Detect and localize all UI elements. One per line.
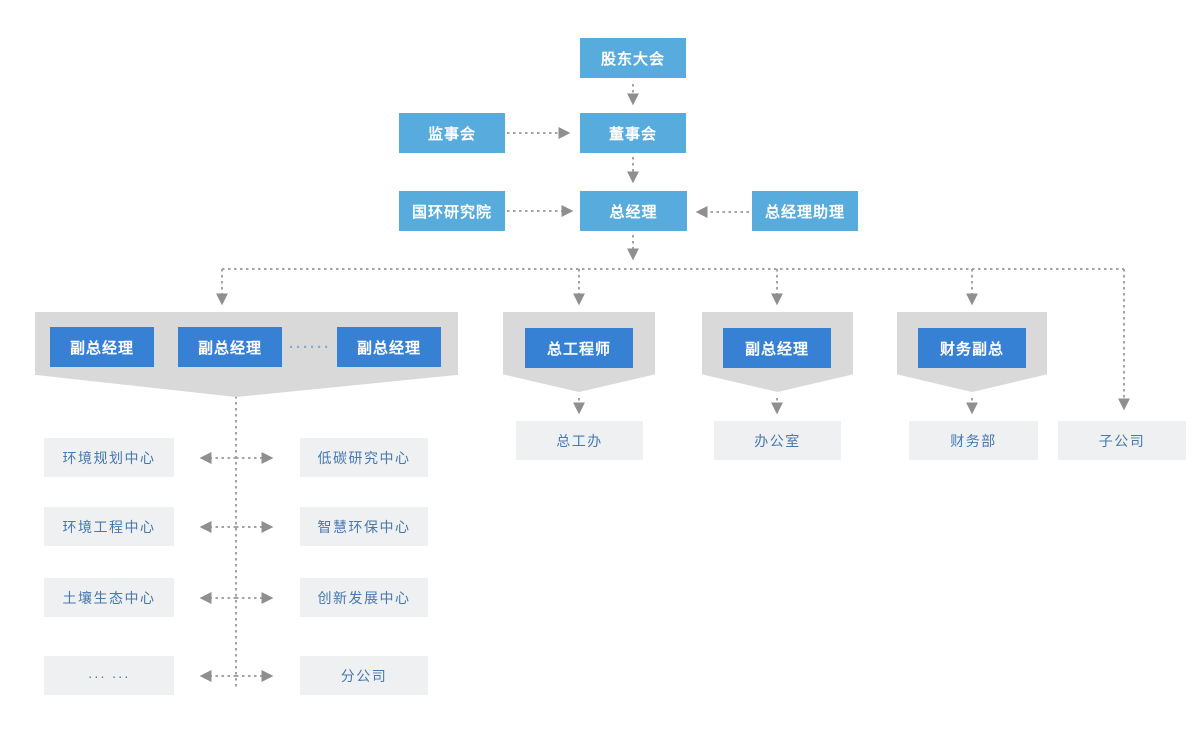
node-more-departments: ··· ··· xyxy=(44,656,174,695)
node-smart-envprotect-center: 智慧环保中心 xyxy=(300,507,428,546)
node-general-office: 办公室 xyxy=(714,421,841,460)
node-soil-ecology-center: 土壤生态中心 xyxy=(44,578,174,617)
node-general-manager: 总经理 xyxy=(580,191,687,231)
node-supervisory-board: 监事会 xyxy=(399,113,505,153)
node-env-engineering-center: 环境工程中心 xyxy=(44,507,174,546)
node-deputy-gm-3: 副总经理 xyxy=(337,327,441,367)
node-shareholders-meeting: 股东大会 xyxy=(580,38,686,78)
node-deputy-gm-2: 副总经理 xyxy=(178,327,282,367)
node-low-carbon-research-center: 低碳研究中心 xyxy=(300,438,428,477)
node-subsidiary: 子公司 xyxy=(1058,421,1186,460)
node-gm-assistant: 总经理助理 xyxy=(752,191,858,231)
node-innovation-dev-center: 创新发展中心 xyxy=(300,578,428,617)
node-guohuan-research-institute: 国环研究院 xyxy=(399,191,505,231)
node-finance-vp: 财务副总 xyxy=(918,328,1026,368)
node-deputy-gm-1: 副总经理 xyxy=(50,327,154,367)
deputy-gm-ellipsis: ······ xyxy=(289,338,331,356)
node-board-of-directors: 董事会 xyxy=(580,113,686,153)
node-chief-engineer-office: 总工办 xyxy=(516,421,643,460)
node-env-planning-center: 环境规划中心 xyxy=(44,438,174,477)
node-deputy-gm-admin: 副总经理 xyxy=(723,328,831,368)
node-branch-company: 分公司 xyxy=(300,656,428,695)
node-finance-dept: 财务部 xyxy=(909,421,1038,460)
node-chief-engineer: 总工程师 xyxy=(525,328,633,368)
